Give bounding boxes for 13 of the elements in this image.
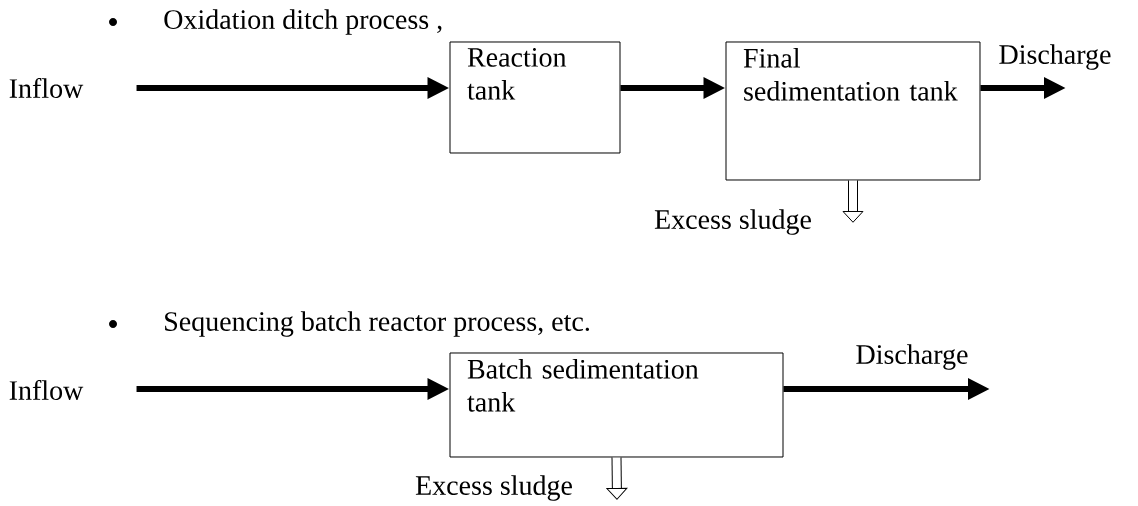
heading: Oxidation ditch process , — [164, 9, 442, 35]
hollow-arrow — [842, 180, 864, 223]
edge-label: Discharge — [856, 344, 968, 370]
edge-label: Excess sludge — [654, 209, 811, 235]
edge-label: Discharge — [999, 44, 1111, 70]
flow-label: Inflow — [9, 78, 84, 98]
flow-label: Inflow — [9, 380, 84, 400]
heading: Sequencing batch reactor process, etc. — [165, 311, 589, 337]
hollow-arrow — [606, 457, 628, 500]
edge-label: Excess sludge — [415, 475, 572, 501]
tank-box: Final sedimentation tank — [725, 41, 981, 181]
tank-box: Batch sedimentation tank — [449, 352, 784, 458]
tank-box: Reaction tank — [449, 41, 621, 154]
